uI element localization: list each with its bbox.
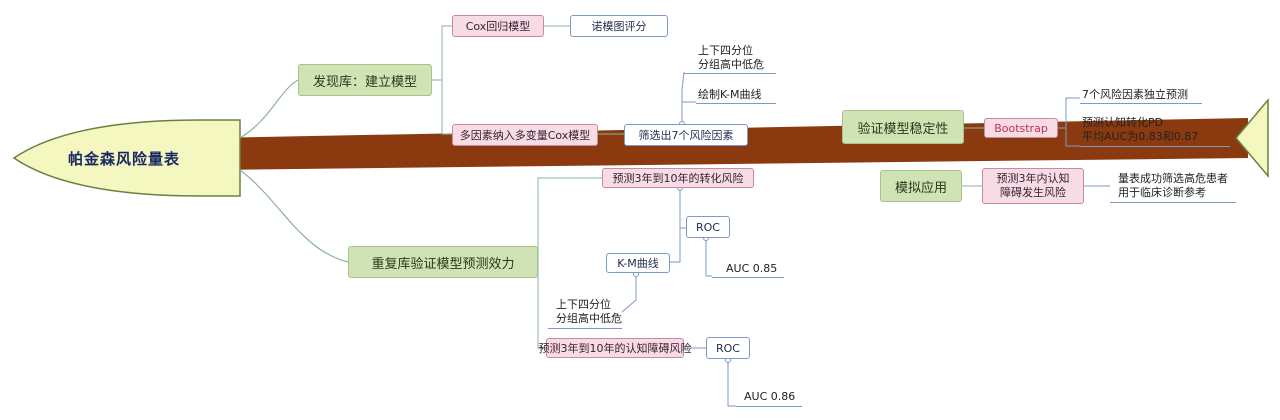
connector bbox=[441, 80, 452, 135]
branch-app[interactable]: 模拟应用 bbox=[880, 170, 962, 202]
node-factors[interactable]: 多因素纳入多变量Cox模型 bbox=[452, 124, 598, 146]
label-app-2: 用于临床诊断参考 bbox=[1118, 186, 1206, 199]
connector bbox=[537, 177, 602, 262]
root-topic[interactable]: 帕金森风险量表 bbox=[68, 150, 181, 168]
node-roc-2[interactable]: ROC bbox=[706, 337, 750, 359]
fishbone-head bbox=[12, 119, 241, 197]
node-rep-10y-b[interactable]: 预测3年到10年的认知障碍风险 bbox=[539, 338, 692, 358]
connector bbox=[681, 71, 685, 124]
node-factors-out[interactable]: 筛选出7个风险因素 bbox=[624, 124, 748, 146]
branch-val[interactable]: 验证模型稳定性 bbox=[842, 110, 964, 144]
connector bbox=[705, 238, 712, 277]
label-split-rep-1: 上下四分位 bbox=[556, 298, 611, 311]
underline bbox=[1080, 146, 1230, 147]
app-pink-line-2: 障碍发生风险 bbox=[1000, 186, 1066, 199]
label-split-dev-1: 上下四分位 bbox=[698, 44, 753, 57]
connector bbox=[1065, 128, 1080, 147]
underline bbox=[712, 277, 784, 278]
underline bbox=[1080, 103, 1202, 104]
connector bbox=[1058, 97, 1080, 129]
label-split-dev-2: 分组高中低危 bbox=[698, 58, 764, 71]
branch-dev[interactable]: 发现库：建立模型 bbox=[298, 64, 432, 96]
node-rep-10y[interactable]: 预测3年到10年的转化风险 bbox=[602, 168, 754, 188]
underline bbox=[1110, 202, 1236, 203]
label-val-2: 预测认知转化PD bbox=[1082, 116, 1164, 129]
branch-rep[interactable]: 重复库验证模型预测效力 bbox=[348, 246, 538, 278]
underline bbox=[548, 328, 622, 329]
node-bootstrap[interactable]: Bootstrap bbox=[984, 118, 1058, 138]
connector bbox=[432, 25, 452, 81]
node-km-rep[interactable]: K-M曲线 bbox=[606, 253, 670, 273]
label-val-1: 7个风险因素独立预测 bbox=[1082, 88, 1188, 101]
label-app-1: 量表成功筛选高危患者 bbox=[1118, 172, 1228, 185]
node-nomogram[interactable]: 诺模图评分 bbox=[570, 15, 668, 37]
label-split-rep-2: 分组高中低危 bbox=[556, 312, 622, 325]
node-app-pink[interactable]: 预测3年内认知 障碍发生风险 bbox=[982, 168, 1084, 204]
label-auc-1: AUC 0.85 bbox=[726, 262, 778, 275]
underline bbox=[736, 406, 802, 407]
fishbone-tail bbox=[1235, 97, 1269, 179]
connector bbox=[621, 272, 637, 313]
label-auc-2: AUC 0.86 bbox=[744, 390, 796, 403]
connector bbox=[239, 79, 299, 139]
connector bbox=[239, 169, 349, 263]
connector bbox=[727, 358, 736, 407]
label-km-dev: 绘制K-M曲线 bbox=[698, 88, 762, 101]
app-pink-line-1: 预测3年内认知 bbox=[996, 172, 1070, 185]
connector bbox=[670, 228, 681, 263]
node-roc-1[interactable]: ROC bbox=[686, 216, 730, 238]
underline bbox=[696, 103, 776, 104]
connector bbox=[537, 262, 546, 349]
node-cox[interactable]: Cox回归模型 bbox=[452, 15, 544, 37]
label-val-3: 平均AUC为0.83和0.87 bbox=[1082, 130, 1199, 143]
underline bbox=[684, 73, 776, 74]
